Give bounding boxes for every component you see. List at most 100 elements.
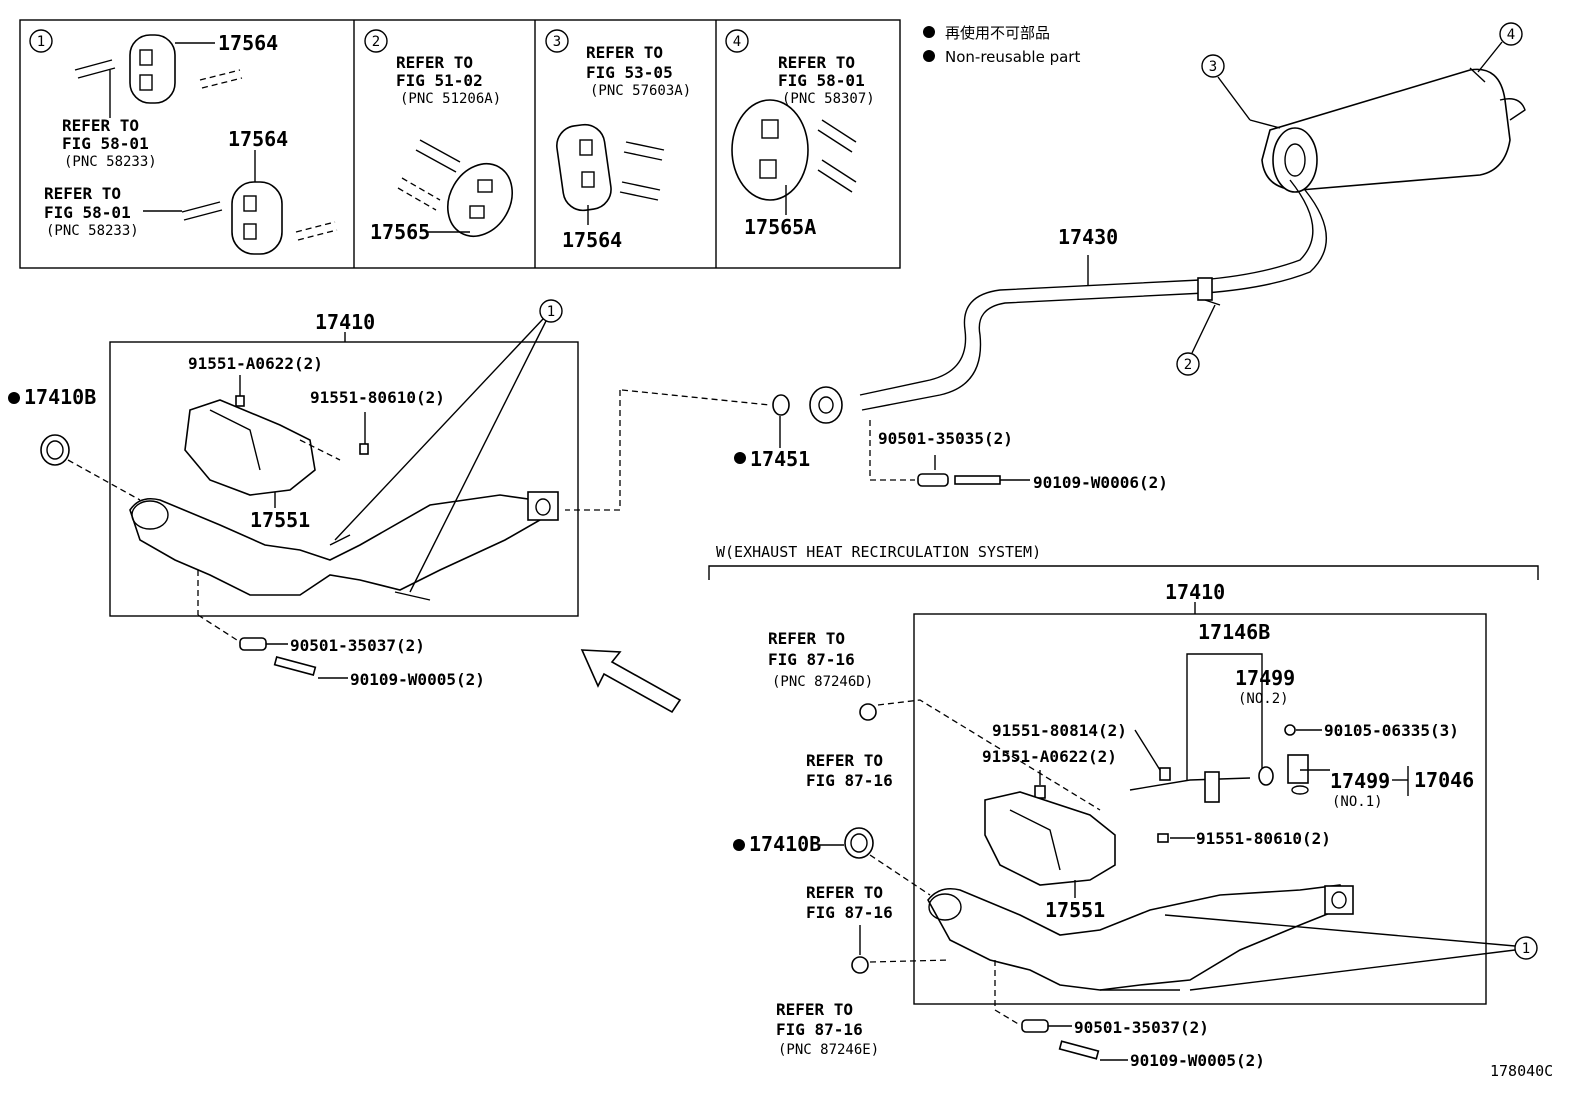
part-17499-no1: 17499 [1330, 769, 1390, 793]
screw-icon [1284, 724, 1296, 736]
clip-icon [1034, 785, 1046, 799]
part-17499-no2: 17499 [1235, 666, 1295, 690]
part-17430: 17430 [1058, 225, 1118, 249]
inset-3-index: 3 [553, 34, 561, 50]
inset-1-fig-bottom: FIG 58-01 [44, 203, 131, 222]
left-converter-assembly: 17410 17410B 91551-A0622(2) 91551-80610(… [8, 299, 579, 689]
right-pnc-a: (PNC 87246D) [772, 674, 873, 690]
right-ref-c: REFER TO [806, 883, 883, 902]
figure-code: 178040C [1490, 1062, 1553, 1080]
inset-4: 4 REFER TO FIG 58-01 (PNC 58307) 17565A [725, 29, 875, 239]
ehr-heading: W(EXHAUST HEAT RECIRCULATION SYSTEM) [716, 543, 1041, 561]
label-no2: (NO.2) [1238, 691, 1289, 707]
clip-icon [1157, 833, 1169, 843]
right-clip-91551-80610: 91551-80610(2) [1196, 829, 1331, 848]
seal-ring-icon [40, 434, 70, 466]
inset-3-fig: FIG 53-05 [586, 63, 673, 82]
inset-1-pnc-bottom: (PNC 58233) [46, 223, 139, 239]
part-90501-35035: 90501-35035(2) [878, 429, 1013, 448]
right-bolt-90501-35037: 90501-35037(2) [1074, 1018, 1209, 1037]
stud-icon [954, 475, 1001, 485]
right-ref-b: REFER TO [806, 751, 883, 770]
hanger-top-icon [129, 34, 176, 104]
right-cover-17551: 17551 [1045, 898, 1105, 922]
bolt-icon [917, 473, 949, 487]
inset-1-index: 1 [37, 34, 45, 50]
inset-4-ref: REFER TO [778, 53, 855, 72]
catalytic-converter-icon [927, 884, 1352, 991]
right-fig-a: FIG 87-16 [768, 650, 855, 669]
hose-clamp-icon [859, 703, 877, 721]
part-17451: 17451 [750, 447, 810, 471]
right-clip-91551-A0622: 91551-A0622(2) [982, 747, 1117, 766]
left-cover-17551: 17551 [250, 508, 310, 532]
valve-icon [1287, 754, 1309, 784]
inset-2-part: 17565 [370, 220, 430, 244]
seal-ring-icon [844, 827, 874, 859]
inset-1: 1 17564 REFER TO FIG 58-01 (PNC 58233) 1… [29, 29, 338, 255]
inset-1-ref-bottom: REFER TO [44, 184, 121, 203]
inset-3-pnc: (PNC 57603A) [590, 83, 691, 99]
part-90109-W0006: 90109-W0006(2) [1033, 473, 1168, 492]
left-bolt-90501-35037: 90501-35037(2) [290, 636, 425, 655]
callout-3: 3 [1209, 59, 1217, 75]
inset-4-index: 4 [733, 34, 741, 50]
hanger-icon [556, 123, 612, 212]
right-seal-17410B: 17410B [749, 832, 821, 856]
inset-2-index: 2 [372, 34, 380, 50]
inset-1-pnc-top: (PNC 58233) [64, 154, 157, 170]
left-clip-91551-80610: 91551-80610(2) [310, 388, 445, 407]
right-ref-d: REFER TO [776, 1000, 853, 1019]
label-no1: (NO.1) [1332, 794, 1383, 810]
inset-panel [19, 19, 901, 269]
inset-1-fig-top: FIG 58-01 [62, 134, 149, 153]
gasket-icon [1258, 766, 1274, 786]
inset-2-ref: REFER TO [396, 53, 473, 72]
hose-clamp-icon [851, 956, 869, 974]
muffler-icon [1261, 68, 1511, 191]
inset-1-part-top: 17564 [218, 31, 278, 55]
inset-1-part-bottom: 17564 [228, 127, 288, 151]
inset-4-part: 17565A [744, 215, 816, 239]
exhaust-pipe-icon [859, 179, 1314, 396]
inset-4-fig: FIG 58-01 [778, 71, 865, 90]
part-17046: 17046 [1414, 768, 1474, 792]
right-fig-d: FIG 87-16 [776, 1020, 863, 1039]
right-bolt-90109-W0005: 90109-W0005(2) [1130, 1051, 1265, 1070]
left-seal-17410B: 17410B [24, 385, 96, 409]
gasket-icon [772, 394, 790, 416]
inset-2: 2 REFER TO FIG 51-02 (PNC 51206A) 17565 [364, 29, 513, 244]
heat-shield-icon [184, 399, 316, 496]
clip-icon [1159, 767, 1171, 781]
inset-3-part: 17564 [562, 228, 622, 252]
right-fig-b: FIG 87-16 [806, 771, 893, 790]
legend: 再使用不可部品 Non-reusable part [923, 24, 1080, 66]
left-clip-91551-A0622: 91551-A0622(2) [188, 354, 323, 373]
ehr-pipe-icon [1129, 777, 1251, 791]
hanger-bottom-icon [231, 181, 283, 255]
flange-icon [809, 386, 843, 424]
left-asm-17410: 17410 [315, 310, 375, 334]
catalytic-converter-icon [129, 494, 541, 596]
stud-icon [1058, 1040, 1100, 1060]
legend-en: Non-reusable part [945, 48, 1080, 66]
inset-4-pnc: (PNC 58307) [782, 91, 875, 107]
inset-3: 3 REFER TO FIG 53-05 (PNC 57603A) 17564 [545, 29, 691, 252]
inset-3-ref: REFER TO [586, 43, 663, 62]
direction-arrow-icon [580, 649, 682, 714]
left-bolt-90109-W0005: 90109-W0005(2) [350, 670, 485, 689]
inset-2-pnc: (PNC 51206A) [400, 91, 501, 107]
hanger-icon [731, 99, 809, 201]
inset-1-ref-top: REFER TO [62, 116, 139, 135]
inset-2-fig: FIG 51-02 [396, 71, 483, 90]
right-callout-1: 1 [1522, 941, 1530, 957]
legend-jp: 再使用不可部品 [945, 24, 1050, 42]
bolt-icon [239, 637, 267, 651]
right-fig-c: FIG 87-16 [806, 903, 893, 922]
clip-icon [235, 395, 245, 407]
tail-pipe-assembly: 17430 3 4 2 17451 90501-35035(2) 90109-W… [565, 22, 1526, 511]
part-17146B: 17146B [1198, 620, 1270, 644]
right-pnc-d: (PNC 87246E) [778, 1042, 879, 1058]
ehr-system-assembly: W(EXHAUST HEAT RECIRCULATION SYSTEM) 174… [708, 543, 1539, 1070]
